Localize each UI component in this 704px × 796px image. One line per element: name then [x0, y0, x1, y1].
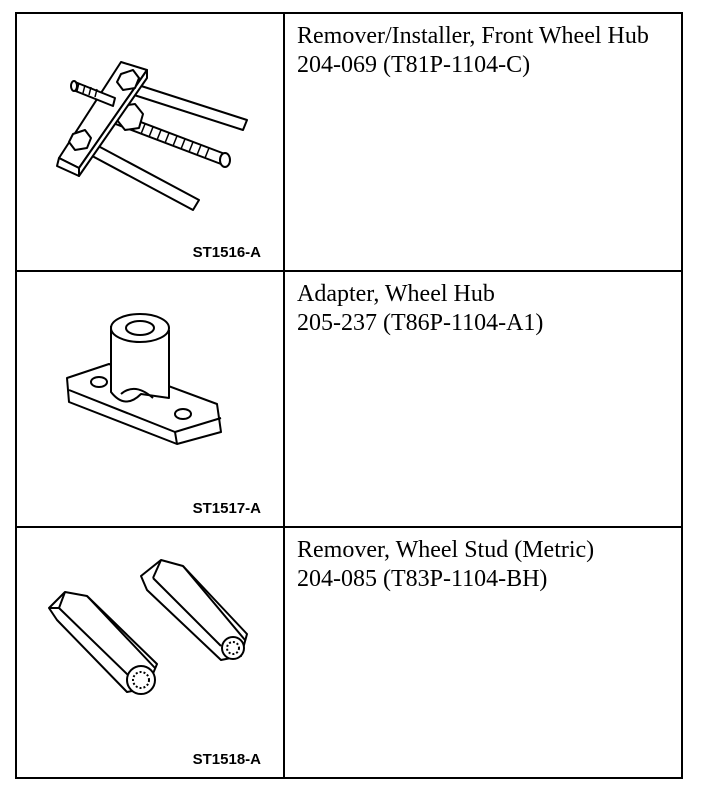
tool-illustration-cell: ST1517-A	[17, 272, 285, 526]
hub-adapter-icon	[66, 313, 222, 445]
special-tools-table: ST1516-A Remover/Installer, Front Wheel …	[15, 12, 683, 779]
tool-description: Adapter, Wheel Hub	[297, 281, 495, 307]
figure-label: ST1518-A	[192, 751, 261, 768]
tool-illustration-cell: ST1516-A	[17, 14, 285, 270]
tool-part-number: 205-237 (T86P-1104-A1)	[297, 310, 544, 336]
tool-part-number: 204-085 (T83P-1104-BH)	[297, 566, 548, 592]
tool-part-number: 204-069 (T81P-1104-C)	[297, 52, 531, 78]
hub-puller-icon	[56, 61, 248, 211]
tool-description: Remover/Installer, Front Wheel Hub	[297, 23, 649, 49]
tool-description-cell: Remover, Wheel Stud (Metric) 204-085 (T8…	[285, 528, 681, 777]
tool-description: Remover, Wheel Stud (Metric)	[297, 537, 595, 563]
tool-description-cell: Adapter, Wheel Hub 205-237 (T86P-1104-A1…	[285, 272, 681, 526]
tool-illustration-cell: ST1518-A	[17, 528, 285, 777]
table-row: ST1518-A Remover, Wheel Stud (Metric) 20…	[17, 526, 681, 777]
tool-description-cell: Remover/Installer, Front Wheel Hub 204-0…	[285, 14, 681, 270]
table-row: ST1516-A Remover/Installer, Front Wheel …	[17, 14, 681, 270]
stud-remover-nuts-icon	[48, 559, 248, 695]
figure-label: ST1517-A	[192, 500, 261, 517]
figure-label: ST1516-A	[192, 244, 261, 261]
table-row: ST1517-A Adapter, Wheel Hub 205-237 (T86…	[17, 270, 681, 526]
